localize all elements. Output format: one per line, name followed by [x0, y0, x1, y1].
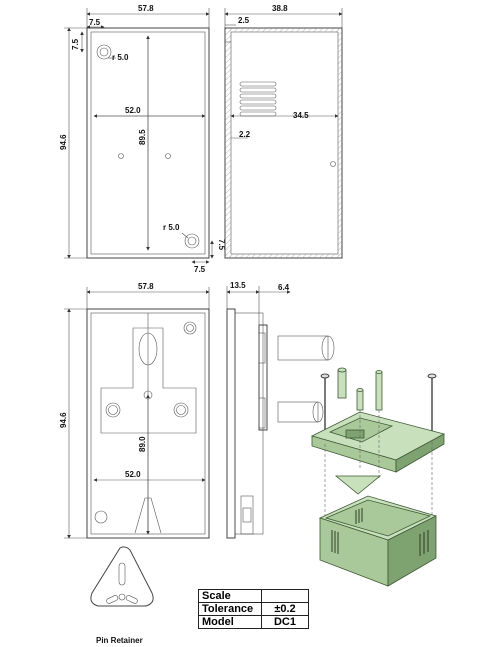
- bottom-inner-height-dim: 89.0: [138, 436, 147, 452]
- side-view-bottom: [226, 286, 291, 539]
- bottom-inner-width-dim: 52.0: [125, 470, 141, 479]
- tolerance-label: Tolerance: [198, 602, 262, 616]
- top-width-dim: 57.8: [138, 4, 154, 13]
- top-corner-y-dim: 7.5: [71, 38, 80, 50]
- top-inner-width-dim: 52.0: [125, 106, 141, 115]
- top-view: [64, 8, 214, 264]
- pin-retainer-drawing: [90, 546, 154, 607]
- bottom-corner-x-dim: 7.5: [194, 265, 206, 274]
- side-view-top-dimensions: 38.8 2.5 34.5 2.2: [238, 4, 309, 139]
- tolerance-value: ±0.2: [261, 602, 309, 616]
- model-label: Model: [198, 615, 262, 629]
- side-view-top: [224, 8, 343, 259]
- pin-large: [277, 335, 335, 361]
- bottom-corner-y-dim: 7.5: [217, 239, 226, 251]
- scale-row: Scale: [198, 589, 309, 603]
- side-inner-depth-dim: 34.5: [293, 111, 309, 120]
- bottom-radius-dim: r 5.0: [163, 223, 180, 232]
- side-floor-dim: 2.2: [239, 130, 251, 139]
- side-depth-dim: 38.8: [272, 4, 288, 13]
- bottom-width-dim: 57.8: [138, 282, 154, 291]
- top-corner-x-dim: 7.5: [89, 18, 101, 27]
- scale-value: [261, 589, 309, 603]
- bottom-view-dimensions: 57.8 94.6 52.0 89.0: [59, 282, 154, 479]
- pin-retainer-label: Pin Retainer: [96, 636, 143, 645]
- top-radius-dim: r 5.0: [112, 53, 129, 62]
- bottom-view: [64, 287, 210, 539]
- bottom-height-dim: 94.6: [59, 412, 68, 428]
- model-value: DC1: [261, 615, 309, 629]
- model-row: Model DC1: [198, 615, 309, 629]
- top-view-dimensions: 57.8 7.5 7.5 r 5.0 94.6 52.0 89.5 r 5.0 …: [59, 4, 226, 274]
- side-view-bottom-dimensions: 13.5 6.4: [230, 281, 290, 292]
- side-wall-dim: 2.5: [238, 16, 250, 25]
- tolerance-row: Tolerance ±0.2: [198, 602, 309, 616]
- pin-small: [277, 401, 324, 423]
- top-inner-height-dim: 89.5: [138, 129, 147, 145]
- top-height-dim: 94.6: [59, 134, 68, 150]
- info-table: Scale Tolerance ±0.2 Model DC1: [198, 589, 309, 629]
- side-bottom-flange-dim: 6.4: [278, 283, 290, 292]
- side-bottom-depth-dim: 13.5: [230, 281, 246, 290]
- exploded-assembly: [310, 367, 446, 587]
- scale-label: Scale: [198, 589, 262, 603]
